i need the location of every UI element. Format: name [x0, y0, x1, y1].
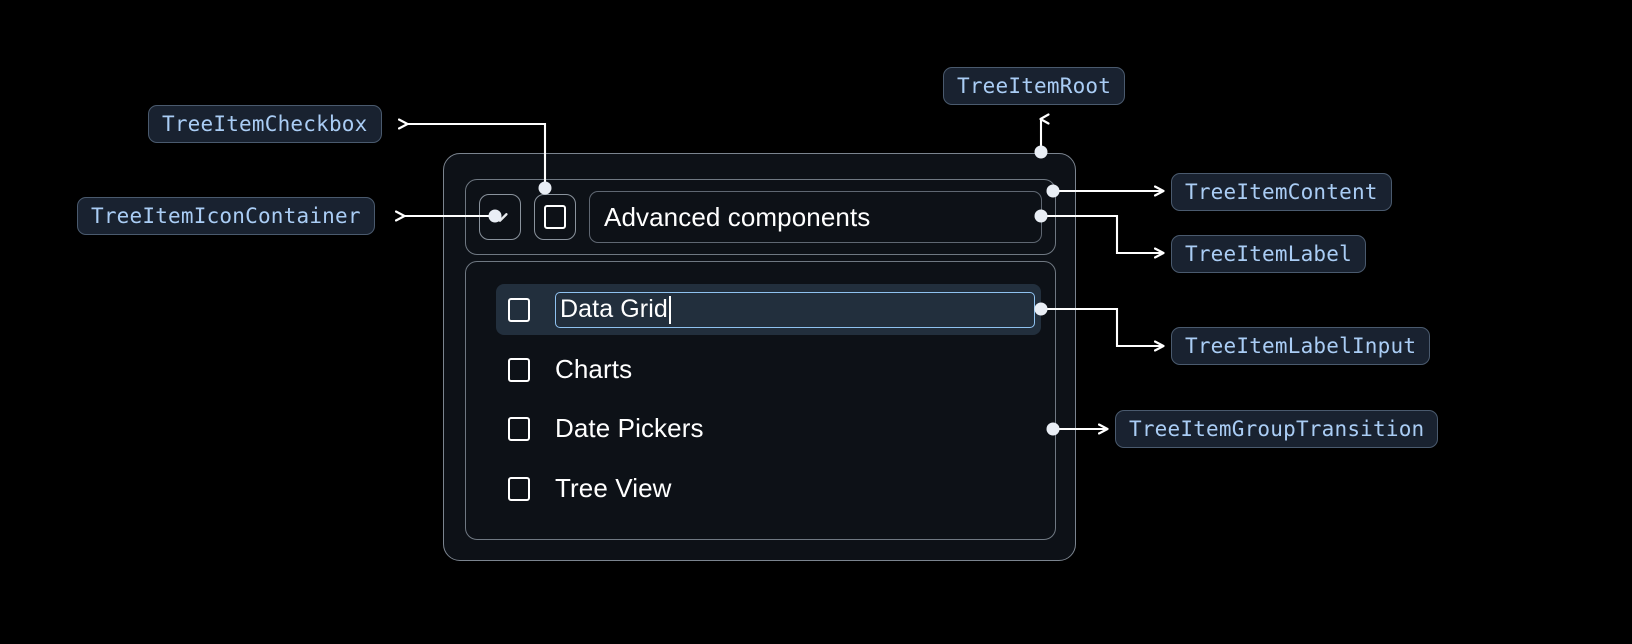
tree-child-item[interactable]: Date Pickers [496, 403, 1041, 454]
anchor-dot-content [1046, 184, 1060, 198]
tree-item-group-transition: Data Grid Charts Date Pickers Tree View [465, 261, 1056, 540]
checkbox-unchecked-icon[interactable] [508, 476, 530, 501]
annotation-chip-content: TreeItemContent [1171, 173, 1392, 211]
annotation-chip-root: TreeItemRoot [943, 67, 1126, 105]
checkbox-unchecked-icon[interactable] [508, 297, 530, 322]
tree-item-checkbox[interactable] [534, 194, 576, 240]
tree-item-root[interactable]: Advanced components Data Grid Charts [443, 153, 1076, 561]
tree-child-item[interactable]: Data Grid [496, 284, 1041, 335]
annotation-chip-group-transition: TreeItemGroupTransition [1115, 410, 1439, 448]
tree-child-label: Tree View [555, 473, 672, 503]
anchor-dot-root [1034, 145, 1048, 159]
anchor-dot-label-input [1034, 302, 1048, 316]
annotation-chip-checkbox: TreeItemCheckbox [148, 105, 382, 143]
checkbox-unchecked-icon[interactable] [508, 416, 530, 441]
annotation-chip-label-input: TreeItemLabelInput [1171, 327, 1431, 365]
annotation-chip-icon-container: TreeItemIconContainer [77, 197, 375, 235]
tree-item-label-input-value: Data Grid [560, 295, 668, 323]
text-caret [668, 295, 671, 324]
tree-item-label-text: Advanced components [604, 201, 871, 232]
anchor-dot-checkbox [538, 181, 552, 195]
anchor-dot-group [1046, 422, 1060, 436]
tree-item-content[interactable]: Advanced components [465, 179, 1056, 255]
tree-child-item[interactable]: Charts [496, 344, 1041, 395]
tree-item-label-input[interactable]: Data Grid [555, 291, 1035, 328]
anchor-dot-label [1034, 209, 1048, 223]
tree-child-label: Date Pickers [555, 413, 704, 443]
checkbox-unchecked-icon [544, 205, 566, 229]
checkbox-unchecked-icon[interactable] [508, 357, 530, 382]
tree-item-label[interactable]: Advanced components [589, 191, 1042, 243]
tree-child-label: Charts [555, 354, 633, 384]
tree-child-item[interactable]: Tree View [496, 463, 1041, 514]
annotation-chip-label: TreeItemLabel [1171, 235, 1366, 273]
anchor-dot-icon-container [488, 209, 502, 223]
